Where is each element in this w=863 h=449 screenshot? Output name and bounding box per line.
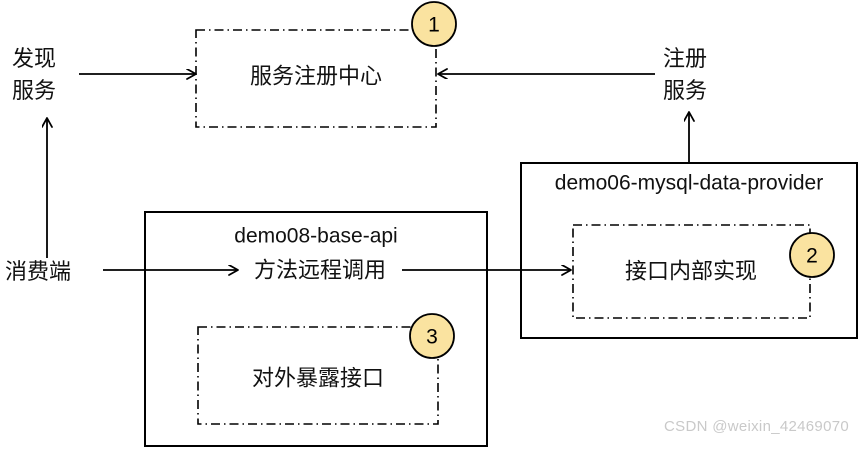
badge-3-circle (409, 313, 455, 359)
edge-label-discover-line2: 服务 (12, 79, 56, 104)
node-service-registry-box (195, 29, 437, 128)
badge-1-circle (411, 1, 457, 47)
node-label-demo08-base-api: demo08-base-api (234, 225, 397, 248)
badge-1: 1 (411, 1, 457, 47)
badge-3: 3 (409, 313, 455, 359)
node-label-expose-interface: 对外暴露接口 (252, 367, 384, 392)
badge-1-number: 1 (428, 14, 440, 37)
node-label-interface-impl: 接口内部实现 (625, 260, 757, 285)
edge-label-register-line2: 服务 (663, 79, 707, 104)
node-demo06-provider-box (520, 162, 858, 339)
node-expose-interface-box (197, 326, 439, 425)
badge-3-number: 3 (426, 326, 438, 349)
node-label-remote-invoke: 方法远程调用 (254, 259, 386, 284)
badge-2-number: 2 (806, 245, 818, 268)
edge-label-register-line1: 注册 (663, 47, 707, 72)
edge-label-discover-line1: 发现 (12, 47, 56, 72)
badge-2-circle (789, 232, 835, 278)
node-label-demo06-provider: demo06-mysql-data-provider (555, 172, 823, 195)
badge-2: 2 (789, 232, 835, 278)
csdn-watermark: CSDN @weixin_42469070 (664, 418, 849, 435)
node-demo08-base-api-box (144, 211, 488, 447)
edge-label-consumer: 消费端 (5, 260, 71, 285)
node-label-service-registry: 服务注册中心 (250, 65, 382, 90)
